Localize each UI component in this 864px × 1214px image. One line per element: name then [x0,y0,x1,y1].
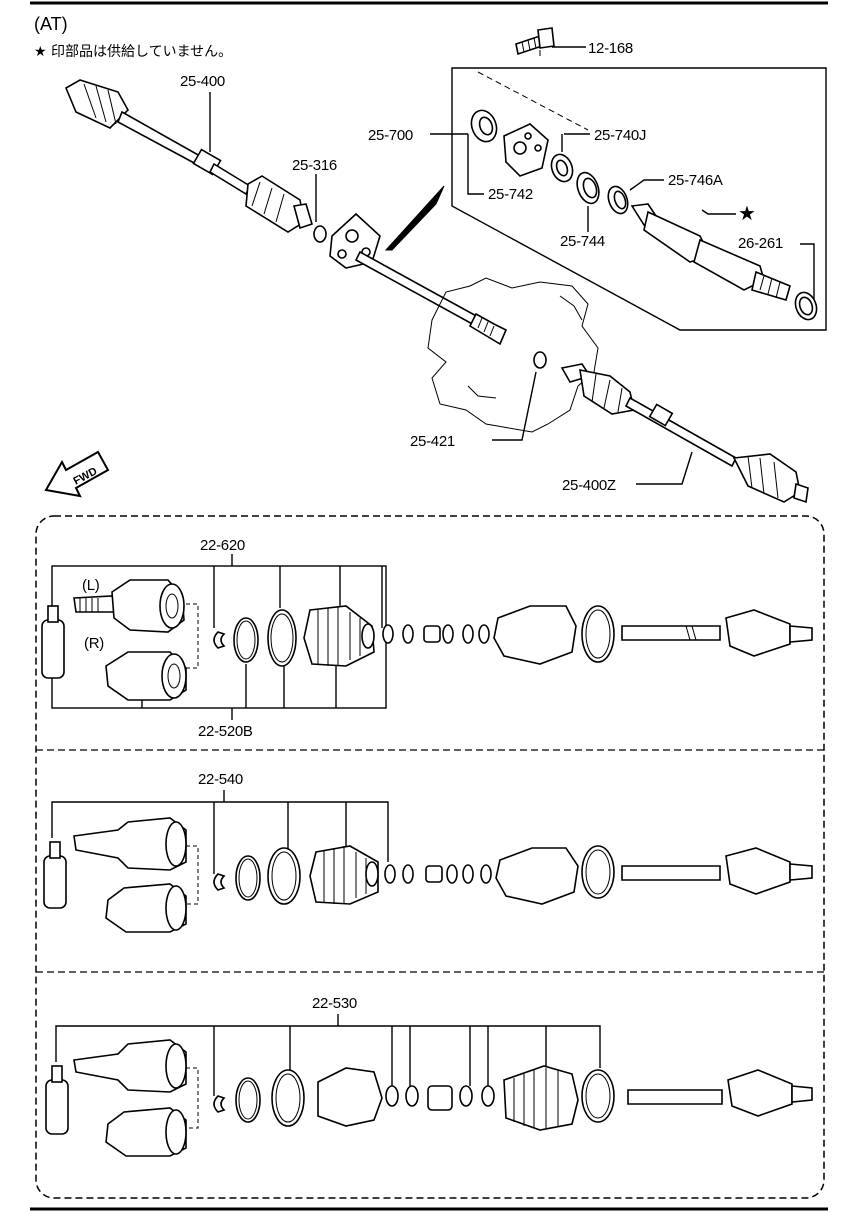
snap-ring-25-744[interactable] [573,170,603,207]
left-drive-shaft[interactable] [64,79,313,233]
bearing-ring-25-746A[interactable] [605,184,631,216]
callout-12-168: 12-168 [588,40,633,57]
kit-22-540[interactable] [43,790,813,933]
callout-26-261: 26-261 [738,235,783,252]
bolt-12-168[interactable] [515,27,555,56]
kit-label-22-620: 22-620 [200,537,245,554]
callout-25-700: 25-700 [368,127,413,144]
callout-25-400Z: 25-400Z [562,477,616,494]
callout-25-421: 25-421 [410,433,455,450]
kit-22-530[interactable] [45,1014,813,1157]
detail-pointer [384,185,445,251]
clip-25-316[interactable] [313,225,327,243]
callout-25-744: 25-744 [560,233,605,250]
circlip-25-421[interactable] [533,351,547,369]
kits-panel [35,515,825,1199]
callout-25-316: 25-316 [292,157,337,174]
kit-22-620[interactable] [41,554,813,720]
support-bracket[interactable] [503,123,549,177]
callout-25-746A: 25-746A [668,172,723,189]
fwd-arrow-icon: FWD [44,450,110,498]
callout-25-740J: 25-740J [594,127,646,144]
right-side-label: (R) [84,635,104,652]
variant-label: (AT) [34,14,68,34]
intermediate-shaft[interactable] [329,212,508,346]
supply-note: ★ 印部品は供給していません。 [34,44,232,60]
transmission-outline [427,277,599,433]
bracket-seal-25-742[interactable] [467,107,500,145]
kit-label-22-530: 22-530 [312,995,357,1012]
right-drive-shaft[interactable] [560,363,809,504]
bearing-25-740J[interactable] [548,151,576,184]
callout-25-400: 25-400 [180,73,225,90]
kit-label-22-540: 22-540 [198,771,243,788]
leader-lines-upper [209,46,815,485]
callout-25-742: 25-742 [488,186,533,203]
detail-box [451,67,827,331]
left-side-label: (L) [82,577,100,594]
oil-seal-26-261[interactable] [792,289,820,322]
star-shaft[interactable] [630,203,791,301]
kit-label-22-520B: 22-520B [198,723,253,740]
star-marker: ★ [738,203,756,225]
